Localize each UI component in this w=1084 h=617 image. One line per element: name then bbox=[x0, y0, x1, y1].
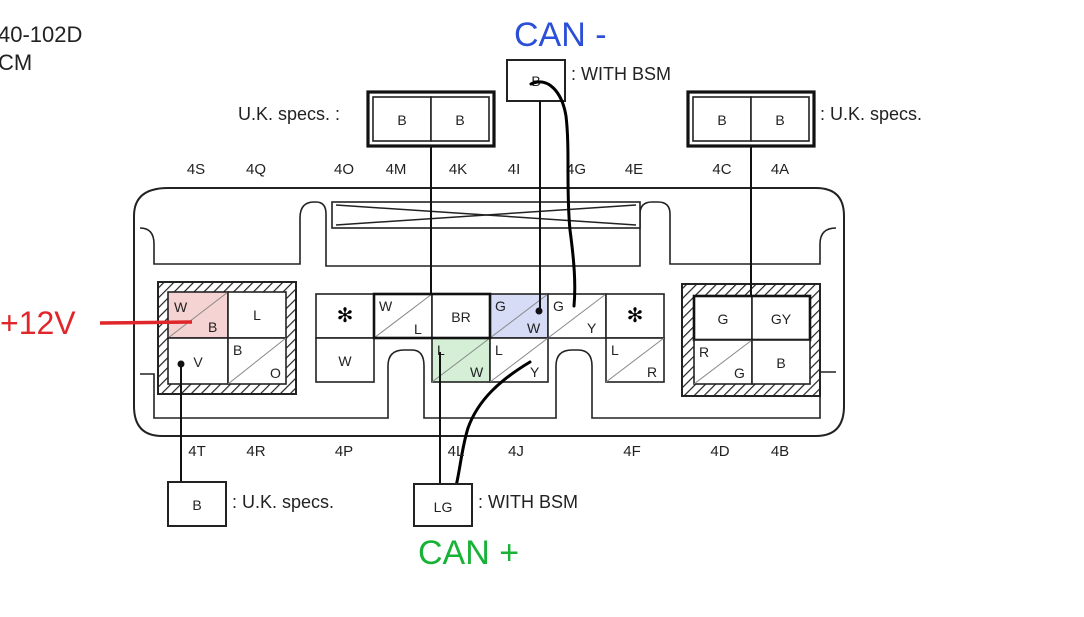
can-minus-label: CAN - bbox=[514, 16, 607, 54]
housing-inner-line bbox=[139, 201, 837, 267]
top-center-connector bbox=[506, 59, 566, 102]
svg-text:GY: GY bbox=[771, 311, 792, 327]
svg-text:Y: Y bbox=[530, 364, 540, 380]
svg-text:G: G bbox=[734, 365, 745, 381]
top-pin-labels: 4S 4Q 4O 4M 4K 4I 4G 4E 4C 4A bbox=[187, 161, 789, 178]
svg-text:B: B bbox=[208, 319, 217, 335]
svg-text:W: W bbox=[527, 320, 541, 336]
cell-b3 bbox=[431, 293, 491, 339]
pin-label-4d: 4D bbox=[710, 443, 729, 460]
pin-label-4p: 4P bbox=[335, 443, 353, 460]
with-bsm-bottom-note: : WITH BSM bbox=[478, 492, 578, 512]
pin-label-4c: 4C bbox=[712, 161, 731, 178]
cell-c2 bbox=[751, 295, 811, 341]
svg-text:L: L bbox=[611, 342, 619, 358]
bottom-pin-labels: 4T 4R 4P 4L 4J 4F 4D 4B bbox=[188, 443, 789, 460]
connector-housing bbox=[133, 187, 845, 437]
top-left-connector-pin-1: B bbox=[397, 112, 406, 128]
header-line-2: CM bbox=[0, 50, 32, 75]
plus-12v-arrow bbox=[99, 320, 193, 325]
uk-specs-left-note: U.K. specs. : bbox=[238, 104, 340, 124]
pin-label-4o: 4O bbox=[334, 161, 354, 178]
bottom-center-connector bbox=[413, 483, 473, 527]
can-plus-label: CAN + bbox=[418, 534, 519, 572]
pin-label-4i: 4I bbox=[508, 161, 521, 178]
pin-label-4g: 4G bbox=[566, 161, 586, 178]
pin-label-4m: 4M bbox=[386, 161, 407, 178]
svg-text:R: R bbox=[647, 364, 657, 380]
with-bsm-top-note: : WITH BSM bbox=[571, 64, 671, 84]
svg-text:Y: Y bbox=[587, 320, 597, 336]
svg-text:✻: ✻ bbox=[337, 305, 354, 327]
uk-specs-right-note: : U.K. specs. bbox=[820, 104, 922, 124]
top-left-connector-pin-2: B bbox=[455, 112, 464, 128]
svg-text:R: R bbox=[699, 344, 709, 360]
cell-a2 bbox=[227, 291, 287, 339]
svg-text:✻: ✻ bbox=[627, 305, 644, 327]
svg-text:G: G bbox=[718, 311, 729, 327]
bottom-center-connector-pin: LG bbox=[434, 499, 453, 515]
svg-text:BR: BR bbox=[451, 309, 470, 325]
svg-text:V: V bbox=[193, 354, 203, 370]
bottom-left-connector bbox=[167, 481, 227, 527]
header-line-1: 40-102D bbox=[0, 22, 82, 47]
plus-12v-label: +12V bbox=[0, 305, 76, 341]
top-right-connector-pin-2: B bbox=[775, 112, 784, 128]
pin-label-4e: 4E bbox=[625, 161, 643, 178]
svg-text:W: W bbox=[174, 299, 188, 315]
pin-label-4r: 4R bbox=[246, 443, 265, 460]
top-right-connector-pin-1: B bbox=[717, 112, 726, 128]
svg-text:B: B bbox=[233, 342, 242, 358]
middle-block: ✻ W L BR G W G Y ✻ W L W L Y L R bbox=[315, 292, 665, 383]
svg-text:W: W bbox=[470, 364, 484, 380]
svg-text:G: G bbox=[495, 298, 506, 314]
cell-c4 bbox=[751, 339, 811, 385]
pin-label-4b: 4B bbox=[771, 443, 789, 460]
svg-text:L: L bbox=[414, 321, 422, 337]
svg-text:B: B bbox=[776, 355, 785, 371]
svg-text:L: L bbox=[253, 307, 261, 323]
svg-text:O: O bbox=[270, 365, 281, 381]
bottom-left-connector-pin: B bbox=[192, 497, 201, 513]
svg-text:W: W bbox=[379, 298, 393, 314]
pin-label-4a: 4A bbox=[771, 161, 789, 178]
pin-label-4q: 4Q bbox=[246, 161, 266, 178]
pin-label-4k: 4K bbox=[449, 161, 467, 178]
pin-label-4s: 4S bbox=[187, 161, 205, 178]
uk-specs-bottom-note: : U.K. specs. bbox=[232, 492, 334, 512]
svg-text:G: G bbox=[553, 298, 564, 314]
svg-text:W: W bbox=[338, 353, 352, 369]
pin-label-4f: 4F bbox=[623, 443, 641, 460]
pin-label-4l: 4L bbox=[448, 443, 465, 460]
can-minus-trace bbox=[529, 80, 577, 308]
svg-text:L: L bbox=[495, 342, 503, 358]
cell-b7 bbox=[315, 337, 375, 383]
pin-label-4t: 4T bbox=[188, 443, 206, 460]
pin-label-4j: 4J bbox=[508, 443, 524, 460]
svg-text:L: L bbox=[437, 342, 445, 358]
